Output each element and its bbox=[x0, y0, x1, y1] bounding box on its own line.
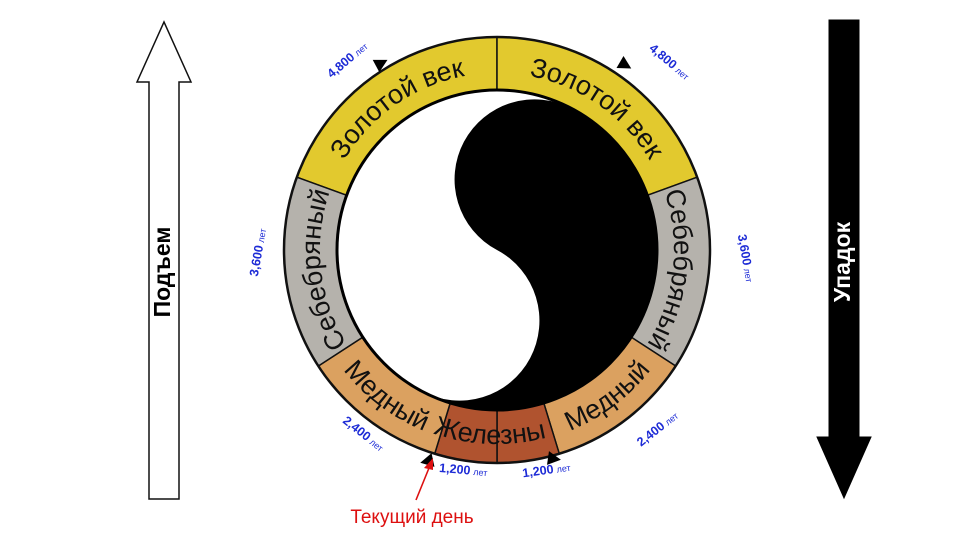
descent-label: Упадок bbox=[829, 221, 855, 302]
dur-iron-right: 1,200лет bbox=[522, 460, 572, 481]
descent-arrow: Упадок bbox=[816, 19, 872, 500]
yang-dot bbox=[475, 142, 523, 190]
yin-dot bbox=[484, 311, 516, 343]
dur-gold-left: 4,800лет bbox=[324, 39, 370, 81]
yin-yang-icon bbox=[335, 88, 659, 412]
dur-silver-left: 3,600лет bbox=[247, 227, 269, 277]
dur-copper-right: 2,400лет bbox=[634, 408, 681, 449]
current-day-marker: Текущий день bbox=[350, 458, 474, 528]
ascent-label: Подъем bbox=[149, 227, 175, 318]
duration-labels: 4,800лет 4,800лет 3,600лет 3,600лет 2,400лет… bbox=[247, 39, 757, 481]
ascent-arrow: Подъем bbox=[135, 20, 193, 500]
current-day-label: Текущий день bbox=[350, 507, 473, 528]
dur-silver-right: 3,600лет bbox=[735, 233, 757, 283]
dur-gold-right: 4,800лет bbox=[647, 41, 693, 83]
